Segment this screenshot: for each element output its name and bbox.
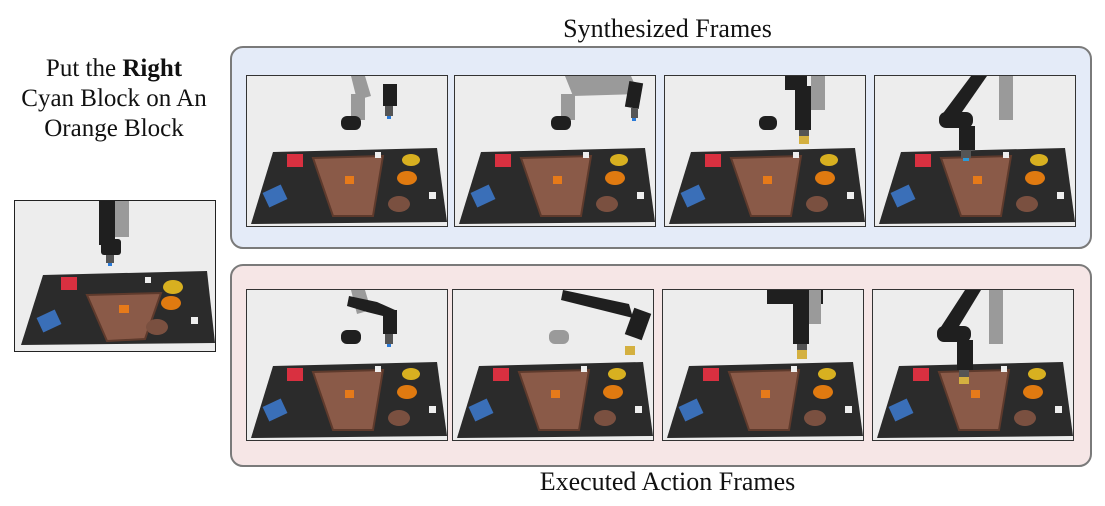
executed-frame-1 [246, 289, 448, 441]
instruction-text: Put the Right Cyan Block on An Orange Bl… [8, 54, 220, 144]
synthesized-frame-1 [246, 75, 448, 227]
initial-frame [14, 200, 216, 352]
executed-frames-title: Executed Action Frames [539, 467, 796, 496]
executed-frames-panel [230, 264, 1092, 467]
synthesized-frames-panel [230, 46, 1092, 249]
executed-frame-3 [662, 289, 864, 441]
instruction-part2: Cyan Block on An Orange Block [21, 85, 207, 142]
synthesized-frame-2 [454, 75, 656, 227]
synthesized-frames-title: Synthesized Frames [563, 14, 772, 43]
executed-frame-2 [452, 289, 654, 441]
executed-frame-4 [872, 289, 1074, 441]
synthesized-frame-3 [664, 75, 866, 227]
instruction-part1: Put the [45, 55, 123, 82]
synthesized-frame-4 [874, 75, 1076, 227]
instruction-emphasis: Right [122, 55, 183, 82]
